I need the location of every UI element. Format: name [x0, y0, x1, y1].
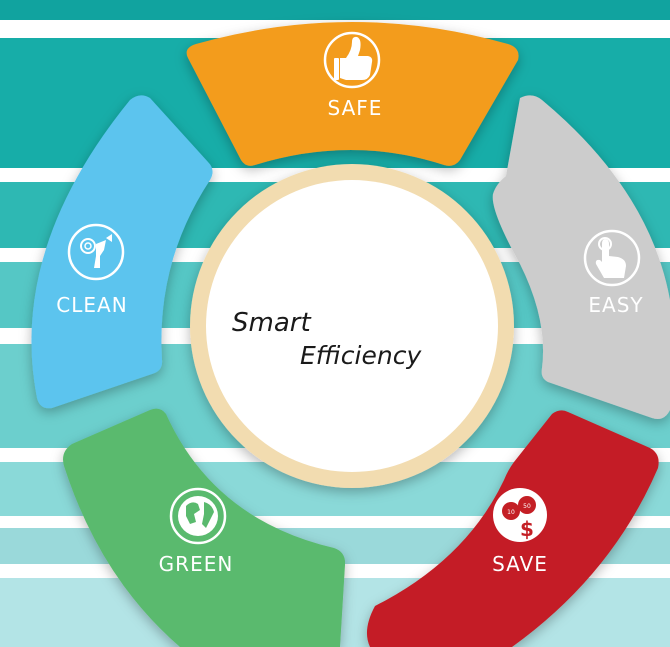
segment-label-save: SAVE: [492, 552, 548, 576]
segment-label-clean: CLEAN: [56, 293, 127, 317]
cleaning-icon: [67, 223, 125, 281]
segment-label-easy: EASY: [588, 293, 643, 317]
coins-icon: 50 10 $: [493, 488, 547, 542]
segment-shape: [186, 22, 519, 166]
thumbs-up-icon: [323, 31, 381, 89]
segment-label-safe: SAFE: [328, 96, 383, 120]
svg-text:50: 50: [523, 503, 531, 510]
globe-icon: [169, 487, 227, 545]
segment-shape: [492, 95, 670, 419]
svg-text:10: 10: [507, 509, 515, 516]
center-title-line2: Efficiency: [300, 341, 422, 370]
svg-text:$: $: [520, 517, 534, 541]
center-title-line1: Smart: [232, 308, 311, 338]
touch-icon: [583, 229, 641, 287]
center-disc: [206, 180, 498, 472]
segment-safe: [186, 22, 519, 166]
segment-label-green: GREEN: [159, 552, 234, 576]
segment-easy: [492, 95, 670, 419]
stripe: [0, 0, 670, 20]
